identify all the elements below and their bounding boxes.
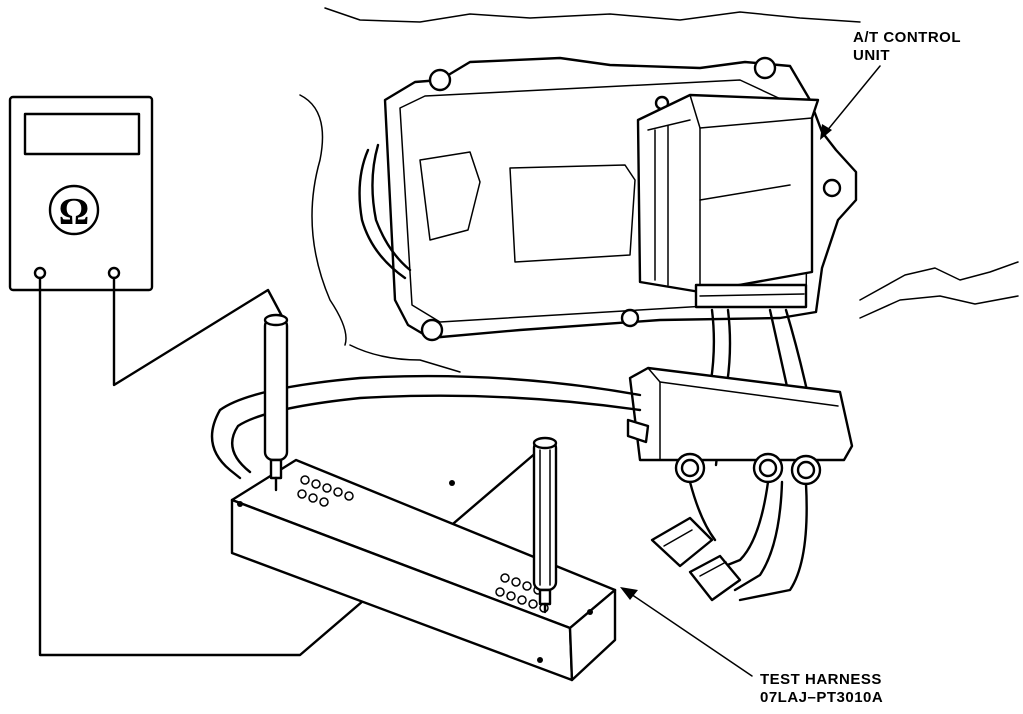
connector-plug: [650, 516, 742, 602]
ohmmeter: Ω: [8, 95, 154, 292]
vehicle-body-outline: [299, 7, 1019, 373]
test-harness-label-line-2: 07LAJ–PT3010A: [760, 689, 884, 706]
harness-cable: [210, 374, 650, 480]
harness-junction-box: [628, 366, 854, 486]
test-harness-label-line-1: TEST HARNESS: [760, 671, 882, 688]
test-probe-left: [263, 313, 289, 492]
meter-dial: [48, 184, 100, 236]
test-probe-right: [532, 436, 558, 614]
test-harness-label: TEST HARNESS 07LAJ–PT3010A: [760, 671, 883, 707]
test-harness-box: [230, 458, 617, 682]
control-unit-label-line-2: UNIT: [853, 47, 890, 64]
control-unit-box: [636, 93, 820, 309]
meter-display: [23, 112, 141, 156]
plug-cables: [688, 480, 808, 602]
ohm-symbol: Ω: [59, 191, 89, 233]
control-unit-label: A/T CONTROL UNIT: [853, 29, 961, 65]
meter-jack-left: [33, 266, 47, 280]
control-unit-label-line-1: A/T CONTROL: [853, 29, 961, 46]
callout-leaders: [620, 65, 881, 677]
meter-jack-right: [107, 266, 121, 280]
